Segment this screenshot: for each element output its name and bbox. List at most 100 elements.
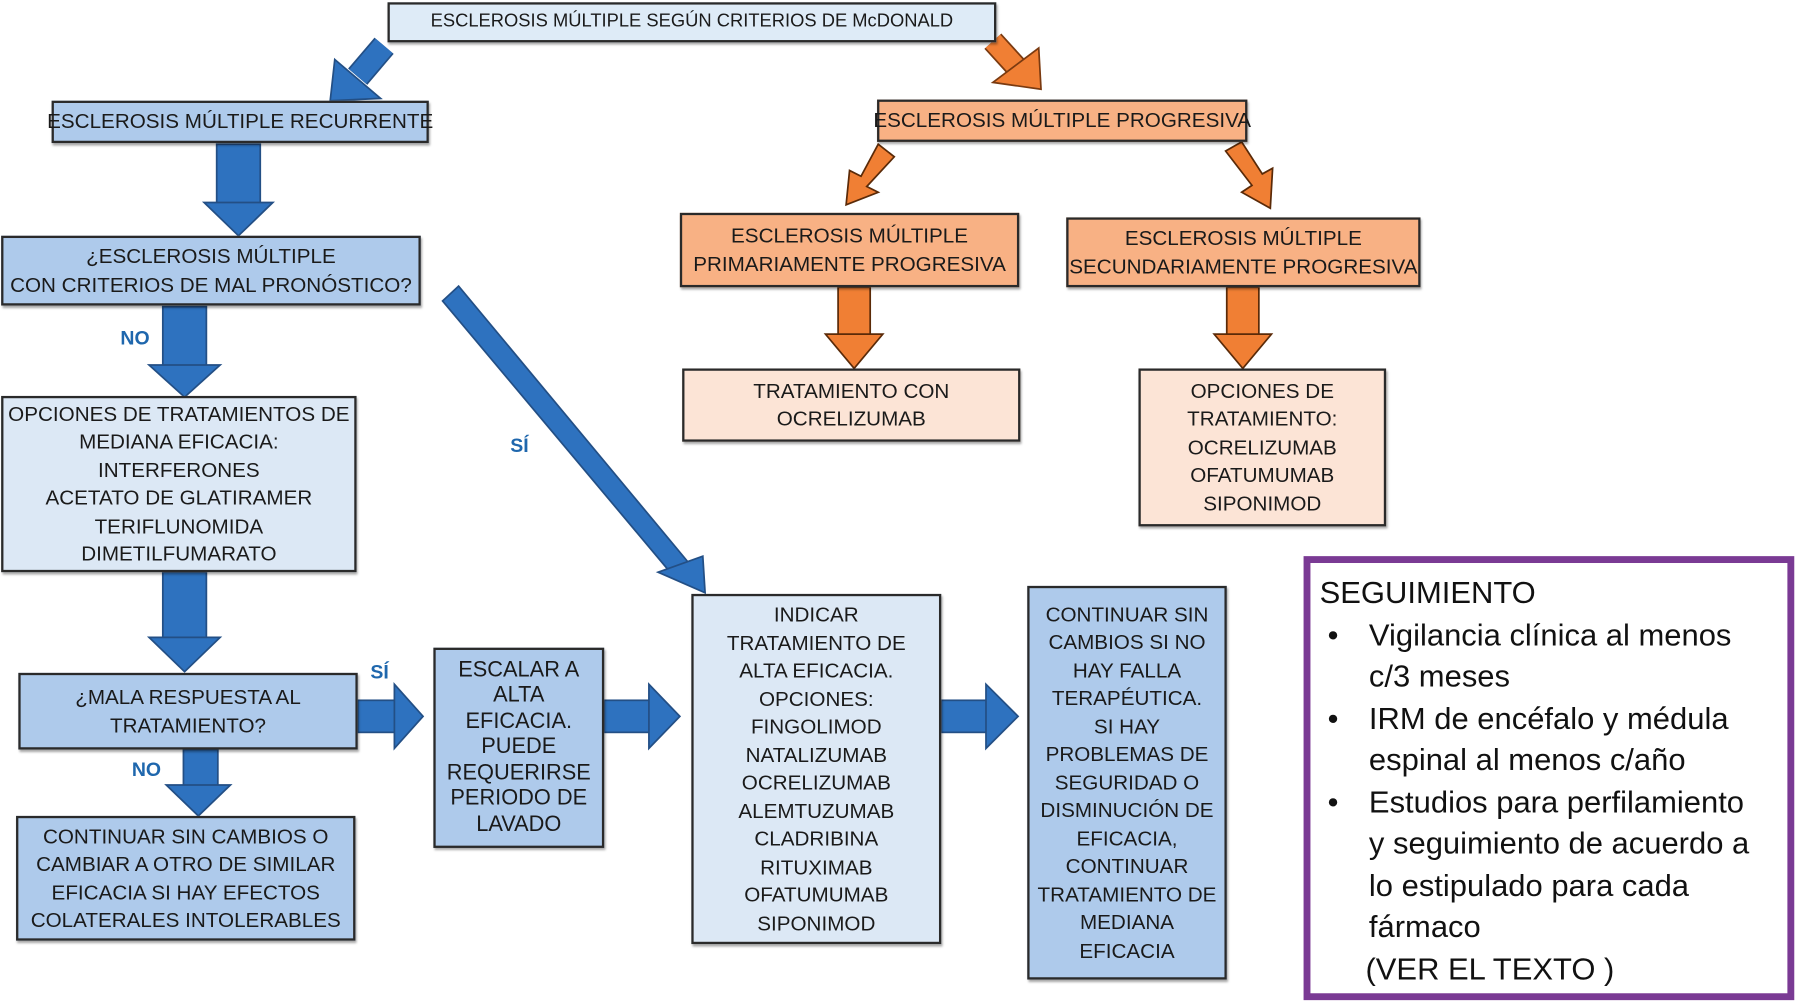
box-line: ESCLEROSIS MÚLTIPLE	[1124, 226, 1362, 250]
see-text-note: (VER EL TEXTO )	[1365, 951, 1615, 986]
box-line: TRATAMIENTO:	[1187, 407, 1338, 431]
box-line: OPCIONES DE	[1190, 379, 1334, 403]
box-line: CONTINUAR SIN	[1045, 602, 1209, 626]
box-line: OPCIONES DE TRATAMIENTOS DE	[8, 402, 350, 426]
box-line: EFICACIA.	[465, 709, 573, 734]
arrow-progressive-to-secondary	[1224, 140, 1274, 210]
follow-up-item-studies: Estudios para perfilamiento y seguimient…	[1320, 781, 1776, 948]
box-line: EFICACIA SI HAY EFECTOS	[51, 880, 320, 904]
box-line: CAMBIAR A OTRO DE SIMILAR	[36, 852, 336, 876]
box-line: SECUNDARIAMENTE PROGRESIVA	[1069, 254, 1418, 278]
secondary-progressive-treatment-box: OPCIONES DE TRATAMIENTO: OCRELIZUMAB OFA…	[1138, 368, 1387, 527]
follow-up-item-mri: IRM de encéfalo y médula espinal al meno…	[1320, 697, 1776, 781]
title-box: ESCLEROSIS MÚLTIPLE SEGÚN CRITERIOS DE M…	[387, 2, 997, 43]
follow-up-box: SEGUIMIENTO Vigilancia clínica al menos …	[1303, 556, 1795, 1001]
prognosis-no-label: NO	[120, 327, 150, 350]
drug-ocrelizumab: OCRELIZUMAB	[776, 407, 926, 431]
box-line: PRIMARIAMENTE PROGRESIVA	[693, 252, 1006, 276]
arrow-recurrent-to-prognosis	[201, 143, 275, 237]
drug-dimetilfumarato: DIMETILFUMARATO	[81, 542, 277, 566]
arrow-high-to-continue	[940, 682, 1020, 751]
continue-or-switch-box: CONTINUAR SIN CAMBIOS O CAMBIAR A OTRO D…	[16, 815, 356, 941]
box-line: TERAPÉUTICA.	[1051, 686, 1203, 710]
drug-rituximab: RITUXIMAB	[760, 855, 873, 879]
progressive-ms-box: ESCLEROSIS MÚLTIPLE PROGRESIVA	[873, 99, 1251, 142]
title-text: ESCLEROSIS MÚLTIPLE SEGÚN CRITERIOS DE M…	[430, 11, 954, 32]
primary-progressive-treatment-box: TRATAMIENTO CON OCRELIZUMAB	[682, 368, 1021, 442]
box-line: COLATERALES INTOLERABLES	[30, 908, 341, 932]
arrow-prognosis-yes	[441, 284, 707, 595]
drug-natalizumab: NATALIZUMAB	[745, 743, 888, 767]
box-line: OPCIONES:	[758, 687, 874, 711]
response-yes-label: SÍ	[370, 661, 389, 684]
progressive-ms-text: ESCLEROSIS MÚLTIPLE PROGRESIVA	[873, 108, 1252, 132]
box-line: HAY FALLA	[1072, 658, 1182, 682]
item-line: lo estipulado para cada	[1368, 867, 1690, 903]
box-line: CAMBIOS SI NO	[1048, 630, 1206, 654]
drug-ofatumumab: OFATUMUMAB	[744, 883, 889, 907]
box-line: REQUERIRSE	[446, 760, 591, 785]
box-line: ALTA	[493, 683, 545, 708]
drug-teriflunomida: TERIFLUNOMIDA	[94, 514, 264, 538]
item-line: c/3 meses	[1368, 659, 1510, 694]
box-line: LAVADO	[476, 812, 562, 837]
item-line: y seguimiento de acuerdo a	[1368, 826, 1750, 861]
box-line: ALTA EFICACIA.	[739, 659, 894, 683]
drug-ocrelizumab: OCRELIZUMAB	[1187, 435, 1337, 459]
box-line: PERIODO DE	[450, 786, 588, 811]
medium-efficacy-options-box: OPCIONES DE TRATAMIENTOS DE MEDIANA EFIC…	[1, 395, 357, 573]
high-efficacy-options-box: INDICAR TRATAMIENTO DE ALTA EFICACIA. OP…	[691, 593, 942, 945]
drug-ocrelizumab: OCRELIZUMAB	[741, 771, 891, 795]
item-line: Vigilancia clínica al menos	[1368, 617, 1732, 652]
secondary-progressive-box: ESCLEROSIS MÚLTIPLE SECUNDARIAMENTE PROG…	[1066, 217, 1421, 288]
primary-progressive-box: ESCLEROSIS MÚLTIPLE PRIMARIAMENTE PROGRE…	[679, 212, 1020, 288]
box-line: MEDIANA EFICACIA:	[79, 430, 279, 454]
response-no-label: NO	[131, 758, 162, 781]
drug-cladribina: CLADRIBINA	[754, 827, 879, 851]
drug-siponimod: SIPONIMOD	[1203, 491, 1322, 515]
box-line: EFICACIA,	[1076, 827, 1178, 850]
box-line: TRATAMIENTO CON	[753, 379, 950, 403]
poor-prognosis-question-box: ¿ESCLEROSIS MÚLTIPLE CON CRITERIOS DE MA…	[1, 235, 421, 306]
box-line: EFICACIA	[1079, 939, 1175, 963]
drug-ofatumumab: OFATUMUMAB	[1190, 463, 1335, 487]
prognosis-yes-label: SÍ	[510, 434, 529, 457]
recurrent-ms-text: ESCLEROSIS MÚLTIPLE RECURRENTE	[47, 110, 434, 134]
arrow-progressive-to-primary	[845, 142, 896, 207]
poor-response-question-box: ¿MALA RESPUESTA AL TRATAMIENTO?	[18, 672, 358, 750]
follow-up-list: Vigilancia clínica al menos c/3 meses IR…	[1320, 614, 1776, 948]
box-line: SEGURIDAD O	[1054, 770, 1200, 794]
arrow-title-to-recurrent	[329, 37, 394, 102]
arrow-escalate-to-high	[603, 682, 682, 751]
drug-fingolimod: FINGOLIMOD	[750, 715, 882, 739]
box-line: INDICAR	[773, 603, 859, 626]
follow-up-item-clinical: Vigilancia clínica al menos c/3 meses	[1320, 614, 1776, 698]
continue-or-deescalate-box: CONTINUAR SIN CAMBIOS SI NO HAY FALLA TE…	[1027, 585, 1227, 980]
box-line: ¿ESCLEROSIS MÚLTIPLE	[86, 244, 336, 268]
drug-interferones: INTERFERONES	[98, 458, 260, 482]
drug-alemtuzumab: ALEMTUZUMAB	[738, 799, 895, 823]
box-line: SI HAY	[1093, 714, 1161, 738]
box-line: TRATAMIENTO DE	[1037, 883, 1217, 907]
box-line: CON CRITERIOS DE MAL PRONÓSTICO?	[10, 272, 412, 296]
item-line: espinal al menos c/año	[1368, 742, 1686, 777]
box-line: TRATAMIENTO DE	[726, 631, 906, 654]
box-line: DISMINUCIÓN DE	[1040, 799, 1214, 822]
follow-up-heading: SEGUIMIENTO	[1319, 575, 1536, 610]
box-line: MEDIANA	[1079, 911, 1175, 935]
drug-siponimod: SIPONIMOD	[757, 911, 876, 935]
arrow-medium-to-response	[146, 571, 223, 673]
recurrent-ms-box: ESCLEROSIS MÚLTIPLE RECURRENTE	[47, 100, 433, 144]
box-line: ESCLEROSIS MÚLTIPLE	[731, 224, 969, 248]
box-line: ESCALAR A	[458, 657, 580, 682]
box-line: CONTINUAR SIN CAMBIOS O	[42, 824, 329, 848]
arrow-response-yes	[356, 682, 425, 751]
arrow-primary-to-treatment	[823, 286, 885, 370]
item-line: IRM de encéfalo y médula	[1368, 700, 1729, 736]
arrow-secondary-to-treatment	[1212, 286, 1274, 370]
box-line: PROBLEMAS DE	[1045, 742, 1209, 766]
arrow-title-to-progressive	[984, 33, 1042, 91]
arrow-response-no	[164, 748, 233, 818]
